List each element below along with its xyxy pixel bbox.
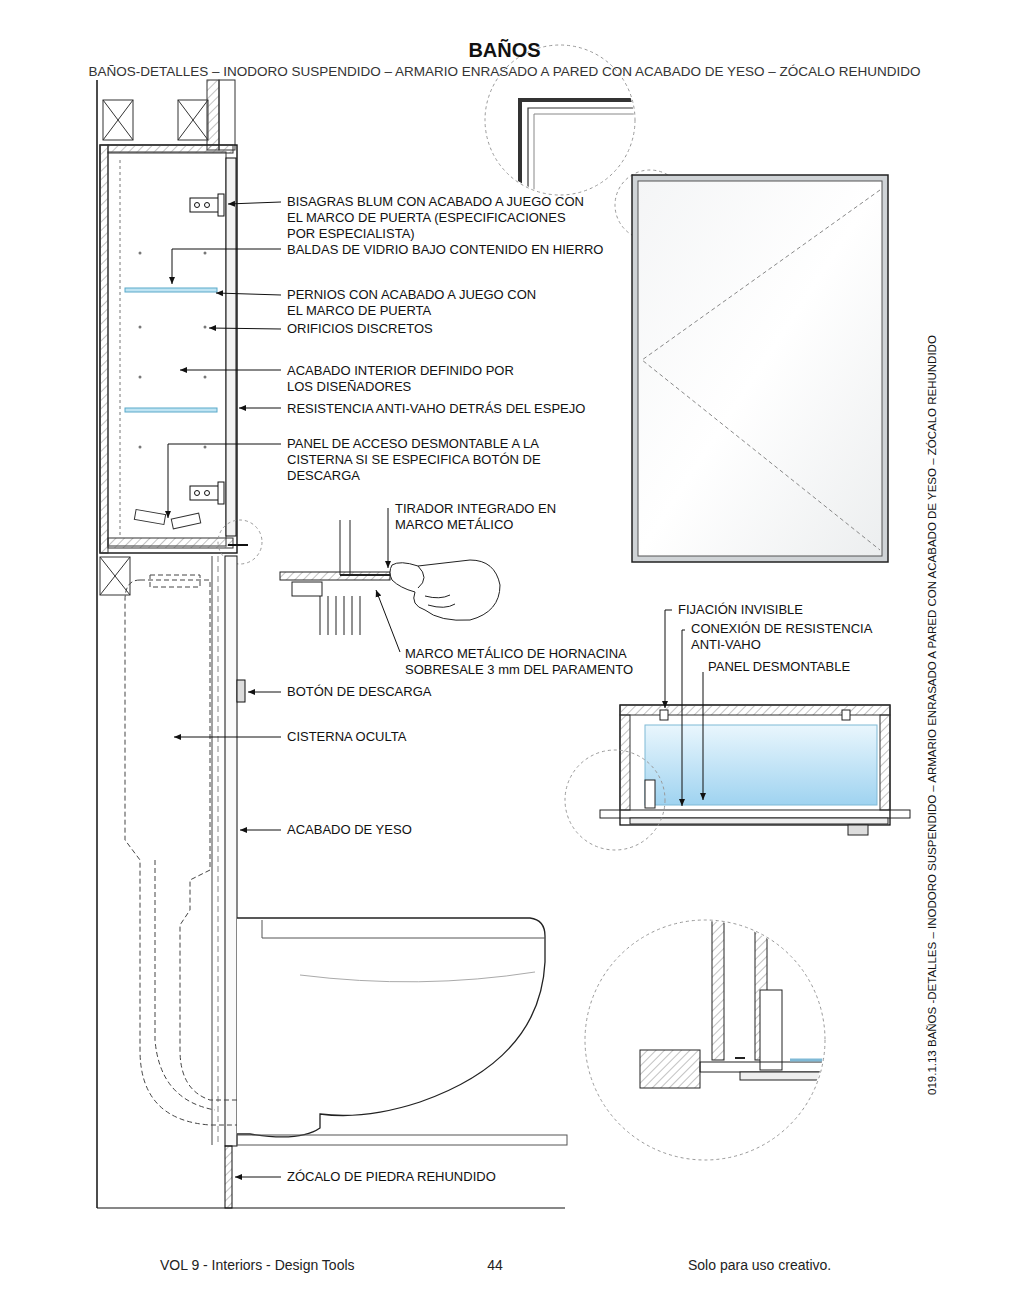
callout-text: MARCO METÁLICO DE HORNACINA SOBRESALE 3 … (405, 646, 667, 678)
callout-text: BALDAS DE VIDRIO BAJO CONTENIDO EN HIERR… (287, 242, 647, 258)
callout-text: CONEXIÓN DE RESISTENCIA ANTI-VAHO (691, 621, 897, 653)
footer-text: VOL 9 - Interiors - Design Tools (160, 1256, 420, 1274)
callout-text: PERNIOS CON ACABADO A JUEGO CON EL MARCO… (287, 287, 542, 319)
callout-text: FIJACIÓN INVISIBLE (678, 602, 878, 618)
callout-text: ZÓCALO DE PIEDRA REHUNDIDO (287, 1169, 547, 1185)
callout-text: BISAGRAS BLUM CON ACABADO A JUEGO CON EL… (287, 194, 587, 242)
callout-text: ORIFICIOS DISCRETOS (287, 321, 587, 337)
footer-text: Solo para uso creativo. (688, 1256, 908, 1274)
callout-text: CISTERNA OCULTA (287, 729, 507, 745)
callout-text: RESISTENCIA ANTI-VAHO DETRÁS DEL ESPEJO (287, 401, 627, 417)
callout-text: ACABADO INTERIOR DEFINIDO POR LOS DISEÑA… (287, 363, 515, 395)
callout-text: PANEL DESMONTABLE (708, 659, 908, 675)
callout-text: BOTÓN DE DESCARGA (287, 684, 507, 700)
subtitle: BAÑOS-DETALLES – INODORO SUSPENDIDO – AR… (60, 64, 949, 80)
page-number: 44 (470, 1256, 520, 1274)
callout-text: PANEL DE ACCESO DESMONTABLE A LA CISTERN… (287, 436, 565, 484)
callout-text: ACABADO DE YESO (287, 822, 507, 838)
page-title: BAÑOS (0, 38, 1009, 62)
side-reference: 019.1.13 BAÑOS -DETALLES – INODORO SUSPE… (924, 395, 940, 1095)
callout-text: TIRADOR INTEGRADO EN MARCO METÁLICO (395, 501, 563, 533)
